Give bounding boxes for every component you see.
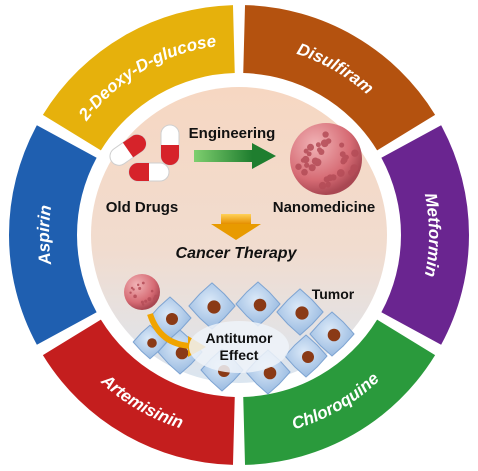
cancer-therapy-label: Cancer Therapy: [176, 245, 298, 262]
therapy-arrow: [211, 214, 261, 240]
ring-segment: [9, 125, 97, 345]
antitumor-label-line2: Effect: [220, 347, 259, 363]
capsule-icon: [109, 124, 180, 182]
nanoparticle-icon: [290, 123, 362, 195]
antitumor-effect: Antitumor Effect: [189, 321, 289, 373]
engineering-arrow: [194, 143, 276, 169]
old-drugs-label: Old Drugs: [106, 199, 179, 216]
ring-segment: [381, 125, 469, 345]
ring-segment-label: Aspirin: [34, 204, 55, 267]
ring-segment: [42, 5, 235, 151]
tumor-label: Tumor: [312, 286, 355, 302]
ring-segment-label: Metformin: [421, 191, 444, 278]
engineering-label: Engineering: [189, 125, 276, 142]
ring-segment: [42, 319, 235, 465]
small-nanoparticle-icon: [124, 274, 160, 310]
antitumor-label-line1: Antitumor: [206, 330, 273, 346]
ring-segment: [243, 5, 436, 151]
ring-segment: [243, 319, 436, 465]
nanomedicine-label: Nanomedicine: [273, 199, 376, 216]
